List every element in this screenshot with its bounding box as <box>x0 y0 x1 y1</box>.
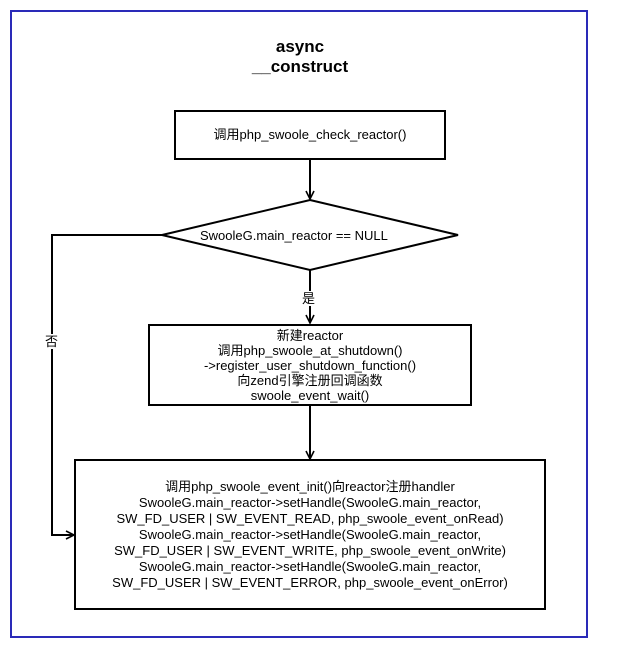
step-create-reactor-line: 调用php_swoole_at_shutdown() <box>217 342 403 358</box>
step-check-reactor-text: 调用php_swoole_check_reactor() <box>213 127 407 142</box>
diagram-title-line1: async <box>275 37 325 56</box>
step-register-handlers: 调用php_swoole_event_init()向reactor注册handl… <box>74 459 546 610</box>
step-create-reactor: 新建reactor 调用php_swoole_at_shutdown() ->r… <box>148 324 472 406</box>
yes-label: 是 <box>302 291 316 306</box>
no-label: 否 <box>45 334 59 349</box>
diagram-frame <box>10 10 588 638</box>
step-create-reactor-line: ->register_user_shutdown_function() <box>203 357 417 373</box>
step-register-handlers-line: SW_FD_USER | SW_EVENT_READ, php_swoole_e… <box>116 510 504 526</box>
step-register-handlers-line: SW_FD_USER | SW_EVENT_ERROR, php_swoole_… <box>112 574 508 590</box>
arrow-decision-no <box>51 234 162 535</box>
step-create-reactor-line: swoole_event_wait() <box>250 387 370 403</box>
diagram-title-line2: __construct <box>251 57 349 76</box>
step-register-handlers-line: SwooleG.main_reactor->setHandle(SwooleG.… <box>138 526 482 542</box>
step-register-handlers-line: SW_FD_USER | SW_EVENT_WRITE, php_swoole_… <box>114 542 506 558</box>
step-register-handlers-line: SwooleG.main_reactor->setHandle(SwooleG.… <box>138 494 482 510</box>
step-register-handlers-line: 调用php_swoole_event_init()向reactor注册handl… <box>165 478 455 494</box>
step-check-reactor: 调用php_swoole_check_reactor() <box>174 110 446 160</box>
step-register-handlers-line: SwooleG.main_reactor->setHandle(SwooleG.… <box>138 558 482 574</box>
step-create-reactor-line: 向zend引擎注册回调函数 <box>237 372 383 388</box>
decision-condition: SwooleG.main_reactor == NULL <box>200 228 388 243</box>
step-create-reactor-line: 新建reactor <box>276 327 344 343</box>
